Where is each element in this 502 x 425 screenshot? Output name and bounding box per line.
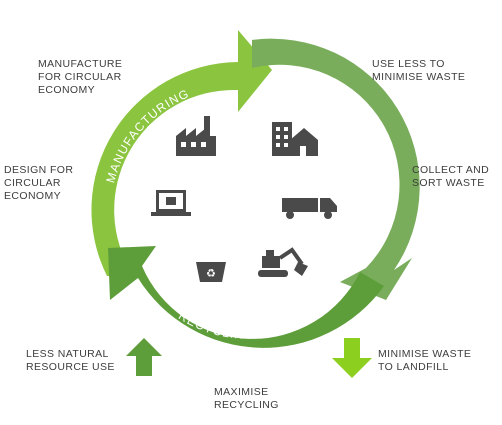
- truck-icon: [282, 198, 337, 219]
- label-design: DESIGN FOR CIRCULAR ECONOMY: [4, 164, 74, 202]
- svg-text:♻: ♻: [206, 267, 216, 280]
- down-arrow-icon: [332, 338, 372, 378]
- label-use-less: USE LESS TO MINIMISE WASTE: [372, 58, 466, 83]
- label-minimise-landfill: MINIMISE WASTE TO LANDFILL: [378, 348, 472, 373]
- label-collect: COLLECT AND SORT WASTE: [412, 164, 490, 189]
- recycle-bin-icon: ♻: [196, 262, 226, 282]
- consumption-arc: [252, 38, 420, 301]
- up-arrow-icon: [126, 338, 162, 376]
- buildings-icon: [272, 122, 318, 156]
- label-maximise: MAXIMISE RECYCLING: [214, 386, 279, 411]
- label-less-natural: LESS NATURAL RESOURCE USE: [26, 348, 115, 373]
- recycling-arc: [108, 246, 384, 348]
- laptop-icon: [151, 190, 191, 216]
- factory-icon: [176, 116, 216, 156]
- label-manufacture: MANUFACTURE FOR CIRCULAR ECONOMY: [38, 58, 123, 96]
- excavator-icon: [258, 247, 308, 277]
